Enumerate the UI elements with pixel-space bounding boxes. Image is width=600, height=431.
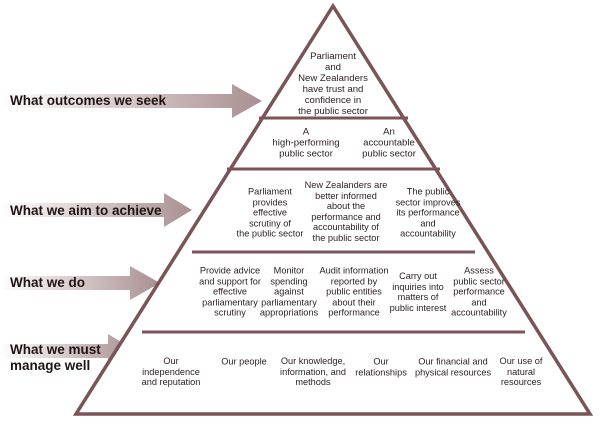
activity-audit-information: Audit information reported by public ent… (319, 265, 389, 318)
label-do: What we do (10, 275, 85, 290)
aim-public-sector-improves: The public sector improves its performan… (395, 186, 461, 239)
sector-accountable: An accountable public sector (362, 126, 416, 160)
arrow-aims (0, 193, 192, 227)
foundation-natural-resources: Our use of natural resources (499, 356, 543, 388)
activity-advice-support: Provide advice and support for effective… (199, 265, 261, 318)
label-manage: What we must manage well (10, 342, 101, 373)
foundation-people: Our people (221, 356, 267, 367)
arrow-do (0, 266, 160, 300)
activity-assess-performance: Assess public sector performance and acc… (451, 265, 507, 318)
arrow-outcomes (0, 84, 262, 118)
foundation-relationships: Our relationships (355, 356, 407, 377)
aim-informed-new-zealanders: New Zealanders are better informed about… (304, 180, 388, 244)
foundation-resources: Our financial and physical resources (414, 356, 492, 377)
sector-high-performing: A high-performing public sector (272, 126, 340, 160)
arrow-manage (0, 334, 136, 368)
activity-inquiries: Carry out inquiries into matters of publ… (389, 270, 447, 313)
apex-outcome: Parliament and New Zealanders have trust… (298, 51, 368, 117)
label-aims: What we aim to achieve (10, 203, 162, 218)
foundation-independence: Our independence and reputation (141, 356, 201, 388)
foundation-knowledge: Our knowledge, information, and methods (280, 356, 346, 388)
activity-monitor-spending: Monitor spending against parliamentary a… (259, 265, 319, 318)
label-outcomes: What outcomes we seek (10, 93, 167, 108)
aim-parliament-scrutiny: Parliament provides effective scrutiny o… (236, 186, 304, 239)
pyramid-outline (72, 2, 594, 416)
